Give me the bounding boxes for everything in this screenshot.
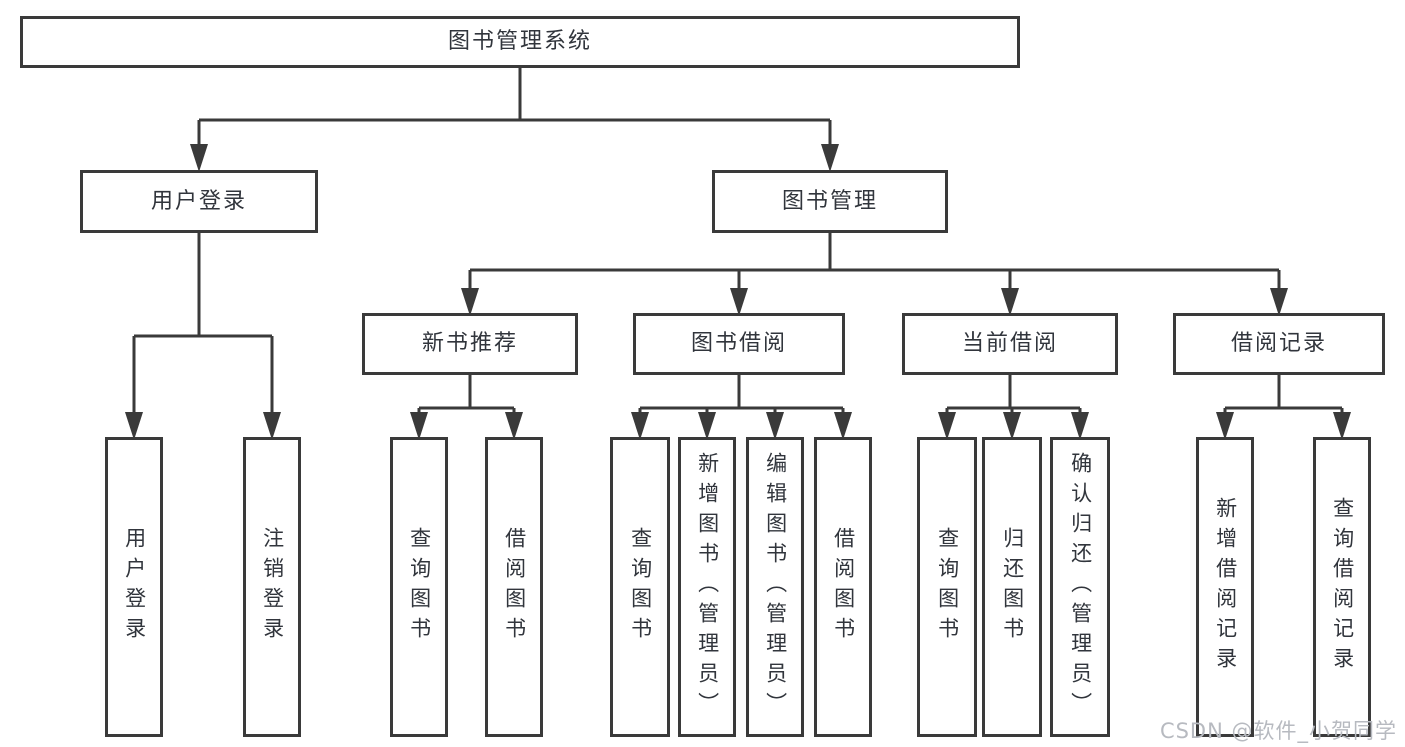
leaf-user-login: 用户登录 <box>105 437 163 737</box>
leaf-cb-confirm-return-admin: 确认归还（管理员） <box>1050 437 1110 737</box>
node-root-label: 图书管理系统 <box>447 29 592 54</box>
leaf-br-query-record-label: 查询借阅记录 <box>1330 497 1355 677</box>
leaf-bb-add-books-admin: 新增图书（管理员） <box>678 437 736 737</box>
leaf-logout-label: 注销登录 <box>260 527 285 647</box>
leaf-br-query-record: 查询借阅记录 <box>1313 437 1371 737</box>
node-borrow-records-label: 借阅记录 <box>1230 331 1327 356</box>
node-book-management: 图书管理 <box>712 170 948 233</box>
node-new-book-recommend-label: 新书推荐 <box>421 331 518 356</box>
node-root: 图书管理系统 <box>20 16 1020 68</box>
node-borrow-records: 借阅记录 <box>1173 313 1385 375</box>
leaf-nbr-query-books: 查询图书 <box>390 437 448 737</box>
leaf-cb-return-books-label: 归还图书 <box>1000 527 1025 647</box>
leaf-bb-edit-books-admin-label: 编辑图书（管理员） <box>763 452 788 722</box>
node-new-book-recommend: 新书推荐 <box>362 313 578 375</box>
node-book-management-label: 图书管理 <box>781 188 878 214</box>
leaf-nbr-query-books-label: 查询图书 <box>407 527 432 647</box>
leaf-bb-edit-books-admin: 编辑图书（管理员） <box>746 437 804 737</box>
leaf-cb-confirm-return-admin-label: 确认归还（管理员） <box>1068 452 1093 722</box>
leaf-user-login-label: 用户登录 <box>122 527 147 647</box>
node-current-borrow: 当前借阅 <box>902 313 1118 375</box>
node-user-login: 用户登录 <box>80 170 318 233</box>
arrowheads <box>125 144 1351 440</box>
leaf-cb-return-books: 归还图书 <box>982 437 1042 737</box>
leaf-br-add-record: 新增借阅记录 <box>1196 437 1254 737</box>
leaf-bb-borrow-books-label: 借阅图书 <box>831 527 856 647</box>
node-user-login-label: 用户登录 <box>150 188 247 214</box>
leaf-bb-add-books-admin-label: 新增图书（管理员） <box>695 452 720 722</box>
leaf-logout: 注销登录 <box>243 437 301 737</box>
leaf-cb-query-books: 查询图书 <box>917 437 977 737</box>
leaf-bb-borrow-books: 借阅图书 <box>814 437 872 737</box>
csdn-watermark: CSDN @软件_小贺同学 <box>1159 719 1397 743</box>
leaf-br-add-record-label: 新增借阅记录 <box>1213 497 1238 677</box>
leaf-bb-query-books: 查询图书 <box>610 437 670 737</box>
node-book-borrow: 图书借阅 <box>633 313 845 375</box>
leaf-bb-query-books-label: 查询图书 <box>628 527 653 647</box>
leaf-nbr-borrow-books-label: 借阅图书 <box>502 527 527 647</box>
node-book-borrow-label: 图书借阅 <box>690 331 787 356</box>
node-current-borrow-label: 当前借阅 <box>961 331 1058 356</box>
leaf-cb-query-books-label: 查询图书 <box>935 527 960 647</box>
leaf-nbr-borrow-books: 借阅图书 <box>485 437 543 737</box>
